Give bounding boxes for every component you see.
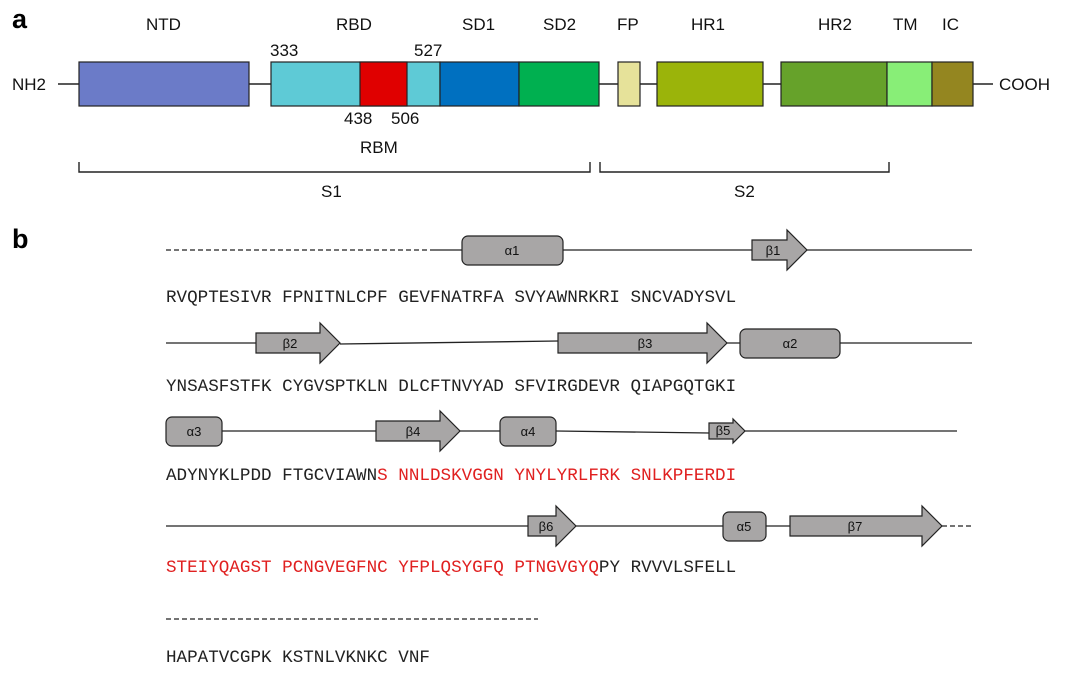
helix-a4-label: α4 — [521, 424, 536, 439]
strand-b1 — [751, 228, 808, 272]
label-sd1: SD1 — [462, 15, 495, 34]
domain-ntd-box — [78, 61, 250, 107]
position-506: 506 — [391, 109, 419, 128]
strand-b3 — [557, 321, 728, 365]
strand-b2 — [255, 321, 341, 365]
strand-b4-label: β4 — [406, 424, 421, 439]
label-ntd: NTD — [146, 15, 181, 34]
c-terminus-label: COOH — [999, 75, 1050, 94]
helix-a3-label: α3 — [187, 424, 202, 439]
n-terminus-label: NH2 — [12, 75, 46, 94]
topology-line-2b — [339, 340, 559, 345]
panel-a-label: a — [12, 4, 28, 34]
label-ic: IC — [942, 15, 959, 34]
position-527: 527 — [414, 41, 442, 60]
label-fp: FP — [617, 15, 639, 34]
rbm-label: RBM — [360, 138, 398, 157]
s1-bracket — [78, 162, 591, 173]
topology-line-3c — [555, 430, 710, 434]
label-hr2: HR2 — [818, 15, 852, 34]
sequence-line-2: YNSASFSTFK CYGVSPTKLN DLCFTNVYAD SFVIRGD… — [166, 377, 736, 397]
sequence-segment: ADYNYKLPDD FTGCVIAWN — [166, 466, 377, 486]
helix-a5 — [722, 511, 767, 542]
domain-sd2-box — [518, 61, 600, 107]
strand-b7-label: β7 — [848, 519, 863, 534]
sequence-line-4: STEIYQAGST PCNGVEGFNC YFPLQSYGFQ PTNGVGY… — [166, 558, 736, 578]
sequence-line-1: RVQPTESIVR FPNITNLCPF GEVFNATRFA SVYAWNR… — [166, 288, 736, 308]
domain-rbm-box — [359, 61, 408, 107]
domain-hr2-box — [780, 61, 888, 107]
strand-b5 — [708, 417, 746, 445]
sequence-line-5: HAPATVCGPK KSTNLVKNKC VNF — [166, 648, 430, 668]
domain-rbd-box — [270, 61, 441, 107]
domain-hr1-box — [656, 61, 764, 107]
domain-sd1-box — [439, 61, 520, 107]
helix-a3 — [165, 416, 223, 447]
sequence-rbm-segment: STEIYQAGST PCNGVEGFNC YFPLQSYGFQ PTNGVGY… — [166, 558, 599, 578]
sequence-segment: YNSASFSTFK CYGVSPTKLN DLCFTNVYAD SFVIRGD… — [166, 377, 736, 397]
domain-ic-box — [931, 61, 974, 107]
helix-a5-label: α5 — [737, 519, 752, 534]
strand-b6-label: β6 — [539, 519, 554, 534]
sequence-segment: HAPATVCGPK KSTNLVKNKC VNF — [166, 648, 430, 668]
helix-a2 — [739, 328, 841, 359]
s2-label: S2 — [734, 182, 755, 201]
helix-a1-label: α1 — [505, 243, 520, 258]
helix-a2-label: α2 — [783, 336, 798, 351]
label-sd2: SD2 — [543, 15, 576, 34]
strand-b2-label: β2 — [283, 336, 298, 351]
strand-b1-label: β1 — [766, 243, 781, 258]
domain-tm-box — [886, 61, 933, 107]
sequence-segment: PY RVVVLSFELL — [599, 558, 736, 578]
strand-b6 — [527, 504, 577, 548]
strand-b5-label: β5 — [716, 423, 731, 438]
s2-bracket — [599, 162, 890, 173]
label-rbd: RBD — [336, 15, 372, 34]
helix-a4 — [499, 416, 557, 447]
sequence-segment: RVQPTESIVR FPNITNLCPF GEVFNATRFA SVYAWNR… — [166, 288, 736, 308]
panel-b-label: b — [12, 224, 29, 254]
strand-b7 — [789, 504, 943, 548]
strand-b3-label: β3 — [638, 336, 653, 351]
strand-b4 — [375, 409, 461, 453]
label-hr1: HR1 — [691, 15, 725, 34]
helix-a1 — [461, 235, 564, 266]
position-333: 333 — [270, 41, 298, 60]
sequence-rbm-segment: S NNLDSKVGGN YNYLYRLFRK SNLKPFERDI — [377, 466, 736, 486]
label-tm: TM — [893, 15, 918, 34]
domain-fp-box — [617, 61, 641, 107]
sequence-line-3: ADYNYKLPDD FTGCVIAWNS NNLDSKVGGN YNYLYRL… — [166, 466, 736, 486]
s1-label: S1 — [321, 182, 342, 201]
position-438: 438 — [344, 109, 372, 128]
